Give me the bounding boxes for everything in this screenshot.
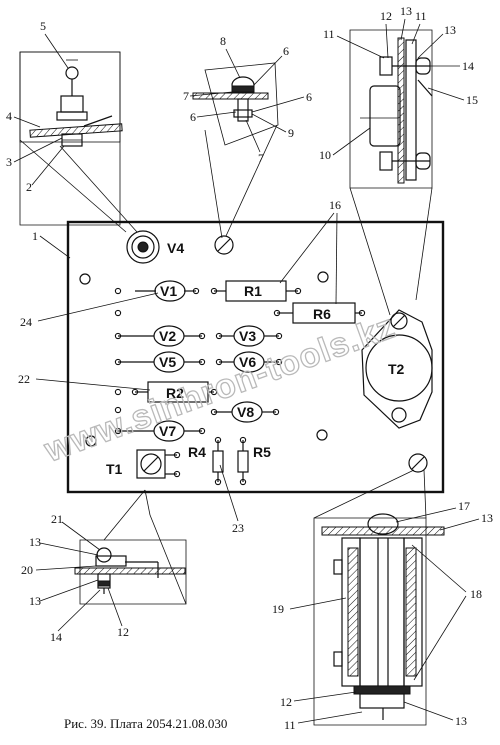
callout-12: 12: [380, 9, 392, 23]
label-r1: R1: [244, 283, 262, 299]
callout-13c: 13: [29, 535, 41, 549]
callout-20: 20: [21, 563, 33, 577]
callout-11c: 11: [284, 718, 296, 732]
callout-9: 9: [288, 126, 294, 140]
detail-t2-side: 12 13 11 13 11 14 15 10: [319, 4, 478, 316]
resistor-r4: R4: [188, 440, 224, 482]
callout-11b: 11: [323, 27, 335, 41]
label-v7: V7: [159, 423, 176, 439]
label-v5: V5: [159, 354, 176, 370]
board-screw-top: [214, 235, 234, 255]
label-v3: V3: [239, 328, 256, 344]
callout-13d: 13: [29, 594, 41, 608]
label-v6: V6: [239, 354, 256, 370]
label-r6: R6: [313, 306, 331, 322]
resistor-r5: R5: [237, 440, 271, 482]
callout-19: 19: [272, 602, 284, 616]
callout-12b: 12: [117, 625, 129, 639]
callout-14b: 14: [50, 630, 62, 644]
callout-15: 15: [466, 93, 478, 107]
callout-24: 24: [20, 315, 32, 329]
callout-4: 4: [6, 109, 12, 123]
callout-6: 6: [283, 44, 289, 58]
diode-v1: V1: [135, 280, 196, 302]
label-v8: V8: [237, 404, 254, 420]
circuit-board: [66, 220, 445, 494]
callout-7: 7: [183, 89, 189, 103]
diode-v3: V3: [219, 325, 279, 347]
detail-screw: 8 6 7 6 6 9 7: [183, 34, 312, 239]
callout-12c: 12: [280, 695, 292, 709]
callout-22: 22: [18, 372, 30, 386]
callout-2: 2: [26, 180, 32, 194]
figure-caption: Рис. 39. Плата 2054.21.08.030: [64, 716, 227, 731]
callout-13f: 13: [455, 714, 467, 728]
callout-23: 23: [232, 521, 244, 535]
callout-3: 3: [6, 155, 12, 169]
label-t1: T1: [106, 461, 123, 477]
resistor-r6: R6: [277, 302, 362, 324]
callout-13b: 13: [444, 23, 456, 37]
diode-v5: V5: [118, 351, 202, 373]
label-t2: T2: [388, 361, 405, 377]
callout-13e: 13: [481, 511, 493, 525]
trimmer-t1: T1: [106, 449, 177, 479]
callout-8: 8: [220, 34, 226, 48]
callout-6c: 6: [190, 110, 196, 124]
board-screw-t2: [390, 312, 408, 330]
callout-10: 10: [319, 148, 331, 162]
detail-t1-mounting: 21 13 20 13 14 12: [21, 489, 187, 644]
callout-1: 1: [32, 229, 38, 243]
transistor-v4: V4: [126, 230, 184, 264]
label-r4: R4: [188, 444, 206, 460]
label-r5: R5: [253, 444, 271, 460]
diode-v7: V7: [118, 420, 202, 442]
detail-v4-mounting: 5 4 3 2 1: [6, 19, 138, 259]
callout-11: 11: [415, 9, 427, 23]
resistor-r2: R2: [135, 381, 214, 403]
callout-14: 14: [462, 59, 474, 73]
resistor-r1: R1: [214, 280, 298, 302]
callout-16: 16: [329, 198, 341, 212]
detail-standoff: 17 13 18 19 12 11 13: [272, 469, 493, 732]
diode-v6: V6: [219, 351, 279, 373]
callout-6b: 6: [306, 90, 312, 104]
board-screw-bottom: [408, 453, 428, 473]
label-r2: R2: [166, 385, 184, 401]
diode-v8: V8: [214, 401, 276, 423]
label-v1: V1: [160, 283, 177, 299]
callout-18: 18: [470, 587, 482, 601]
callout-21: 21: [51, 512, 63, 526]
diode-v2: V2: [118, 325, 202, 347]
transistor-t2: T2: [361, 309, 433, 429]
label-v2: V2: [159, 328, 176, 344]
callout-7b: 7: [258, 151, 264, 165]
callout-17: 17: [458, 499, 470, 513]
callout-5: 5: [40, 19, 46, 33]
callout-13: 13: [400, 4, 412, 18]
board-callouts: 16 24 22 23: [18, 198, 341, 535]
label-v4: V4: [167, 240, 184, 256]
